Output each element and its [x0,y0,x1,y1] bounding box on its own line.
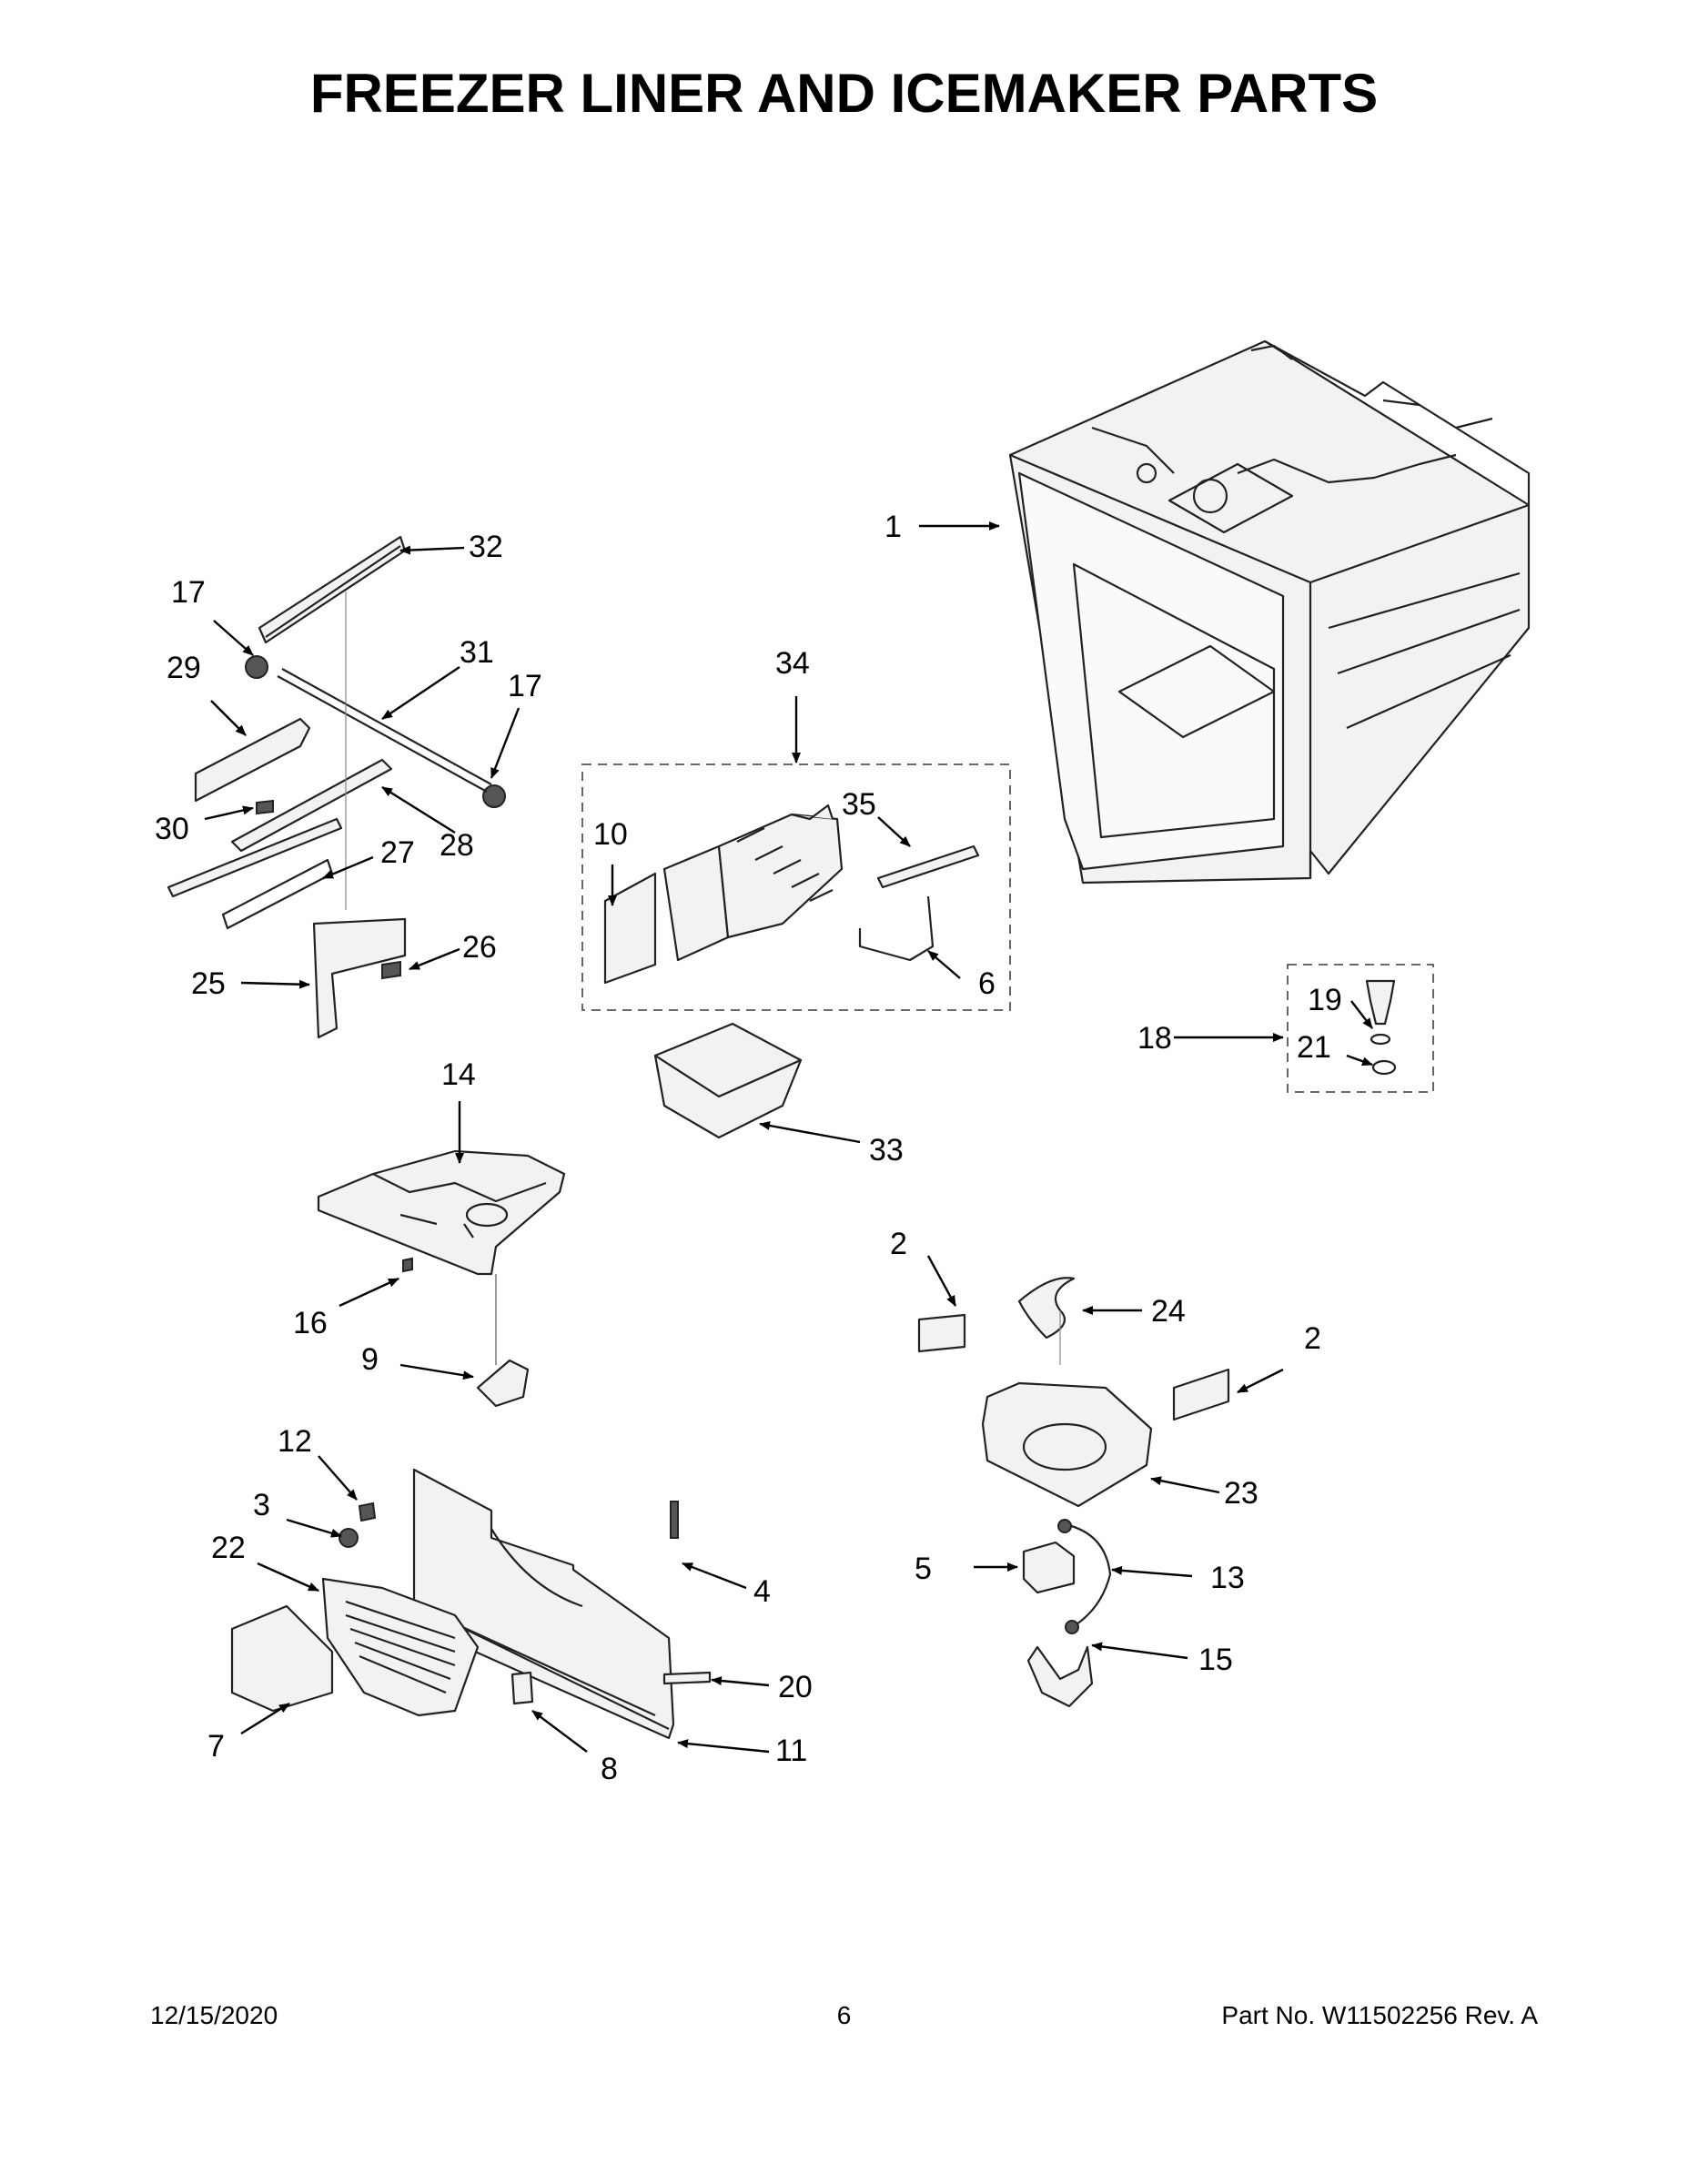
callout-4: 4 [753,1574,771,1609]
callout-8: 8 [601,1752,618,1786]
callout-11: 11 [775,1734,807,1768]
callout-31: 31 [460,635,494,670]
callout-24: 24 [1151,1294,1186,1329]
evaporator-cover-assembly [230,1468,712,1740]
callout-35: 35 [842,787,876,822]
freezer-liner-part [1008,339,1531,885]
callout-15: 15 [1198,1643,1233,1677]
page-title: FREEZER LINER AND ICEMAKER PARTS [309,63,1379,124]
callout-9: 9 [361,1342,379,1377]
callout-1: 1 [884,510,902,544]
callout-33: 33 [869,1133,904,1168]
callout-labels: 1 32 17 31 17 29 30 28 27 26 25 34 35 10… [155,510,1342,1786]
icemaker-assembly-box [581,763,1011,1011]
callout-18: 18 [1137,1021,1172,1056]
callout-10: 10 [593,817,628,852]
callout-26: 26 [462,930,497,965]
callout-13: 13 [1210,1561,1245,1595]
callout-29: 29 [167,651,201,685]
fill-tube-group-box [1287,964,1434,1093]
callout-7: 7 [207,1729,225,1764]
footer-part-number: Part No. W11502256 Rev. A [1221,2001,1538,2029]
icemaker-parts [603,804,980,985]
callout-25: 25 [191,966,226,1001]
callout-34: 34 [775,646,810,681]
callout-14: 14 [441,1057,476,1092]
callout-27: 27 [380,835,415,870]
evaporator-fan-assembly [917,1277,1230,1708]
callout-30: 30 [155,812,189,846]
callout-12: 12 [278,1424,312,1459]
callout-22: 22 [211,1531,246,1565]
callout-5: 5 [915,1552,932,1586]
shelf-rail-assembly [167,535,506,1039]
callout-32: 32 [469,530,503,564]
footer-date: 12/15/2020 [150,2001,278,2029]
callout-17-right: 17 [508,669,542,703]
callout-2-left: 2 [890,1227,907,1261]
fill-tube-parts [1365,979,1397,1076]
leader-lines [204,521,1373,1754]
callout-16: 16 [293,1306,328,1340]
footer-page-number: 6 [836,2001,852,2029]
callout-6: 6 [978,966,996,1001]
callout-17-left: 17 [171,575,206,610]
callout-3: 3 [253,1488,270,1522]
callout-23: 23 [1224,1476,1258,1511]
callout-28: 28 [440,828,474,863]
callout-19: 19 [1308,983,1342,1017]
ice-bin-part [653,1022,803,1139]
callout-21: 21 [1297,1030,1331,1065]
callout-20: 20 [778,1670,813,1704]
callout-2-right: 2 [1304,1321,1321,1356]
ice-chute-housing-part [317,1149,566,1408]
